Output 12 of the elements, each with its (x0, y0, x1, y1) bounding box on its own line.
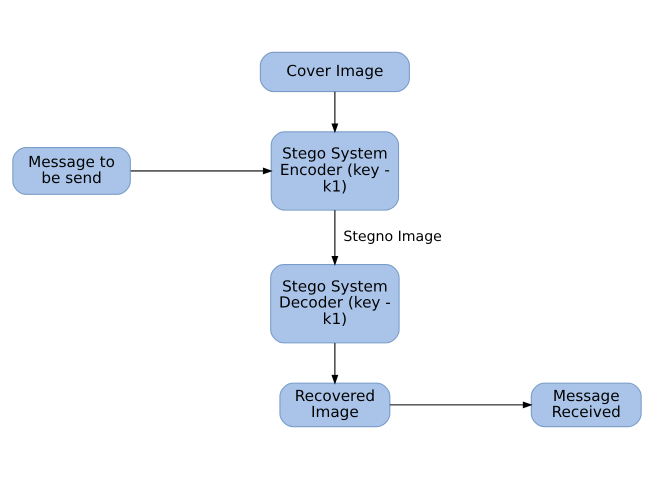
node-box: Recovered Image (279, 382, 390, 428)
arrow (331, 210, 338, 266)
arrow (331, 92, 338, 134)
arrow (130, 168, 273, 174)
node-box: Cover Image (260, 52, 410, 92)
arrow (390, 401, 533, 408)
node-box: Stego System Decoder (key - k1) (270, 264, 400, 344)
node-box: Stego System Encoder (key - k1) (270, 131, 400, 211)
arrow (331, 343, 338, 385)
node-box: Message Received (530, 382, 642, 428)
edge-label: Stegno Image (343, 229, 442, 246)
node-box: Message to be send (12, 147, 131, 195)
